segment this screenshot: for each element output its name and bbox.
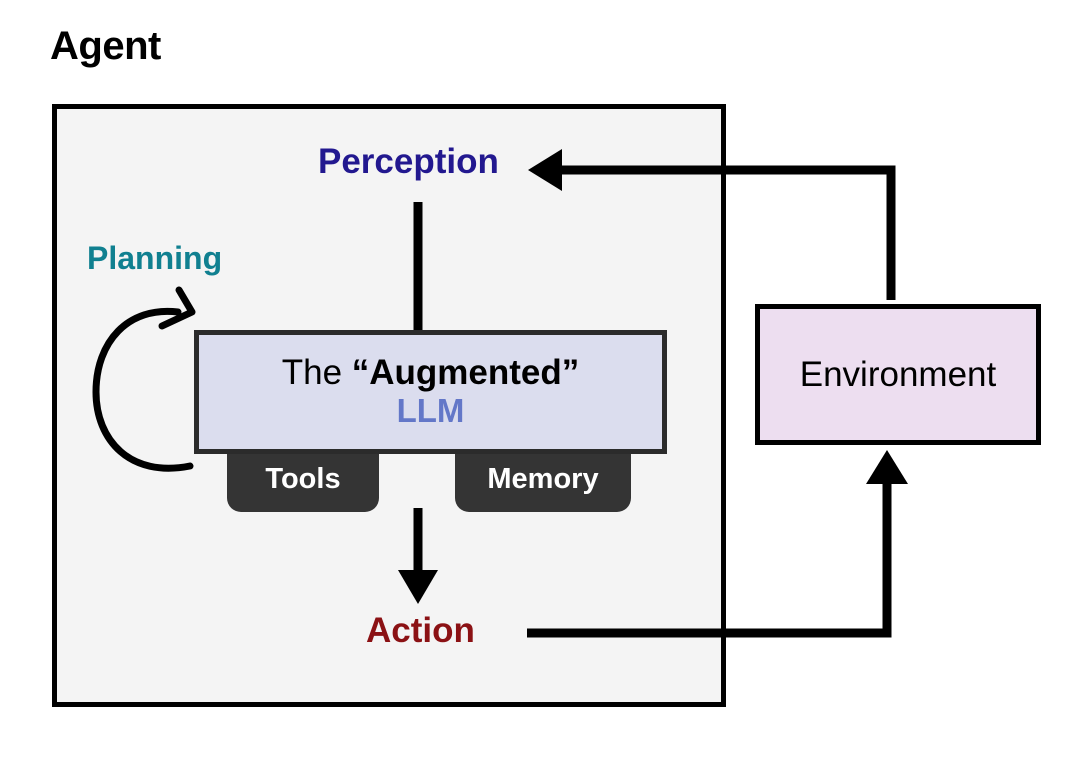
agent-title: Agent — [50, 24, 161, 68]
node-tools[interactable]: Tools — [227, 450, 379, 512]
node-environment[interactable]: Environment — [755, 304, 1041, 445]
action-to-environment-arrowhead — [866, 450, 908, 484]
node-label-perception: Perception — [318, 142, 499, 181]
node-augmented-llm[interactable]: The “Augmented” LLM — [194, 330, 667, 454]
node-label-planning: Planning — [87, 240, 223, 276]
llm-headline: The “Augmented” — [281, 353, 580, 393]
llm-subhead: LLM — [396, 392, 465, 430]
llm-headline-quoted: “Augmented” — [351, 353, 580, 393]
node-label-action: Action — [366, 611, 475, 650]
node-label-tools: Tools — [265, 463, 341, 495]
node-label-environment: Environment — [799, 355, 997, 394]
node-memory[interactable]: Memory — [455, 450, 631, 512]
llm-headline-prefix: The — [281, 353, 352, 393]
node-label-memory: Memory — [487, 463, 599, 495]
